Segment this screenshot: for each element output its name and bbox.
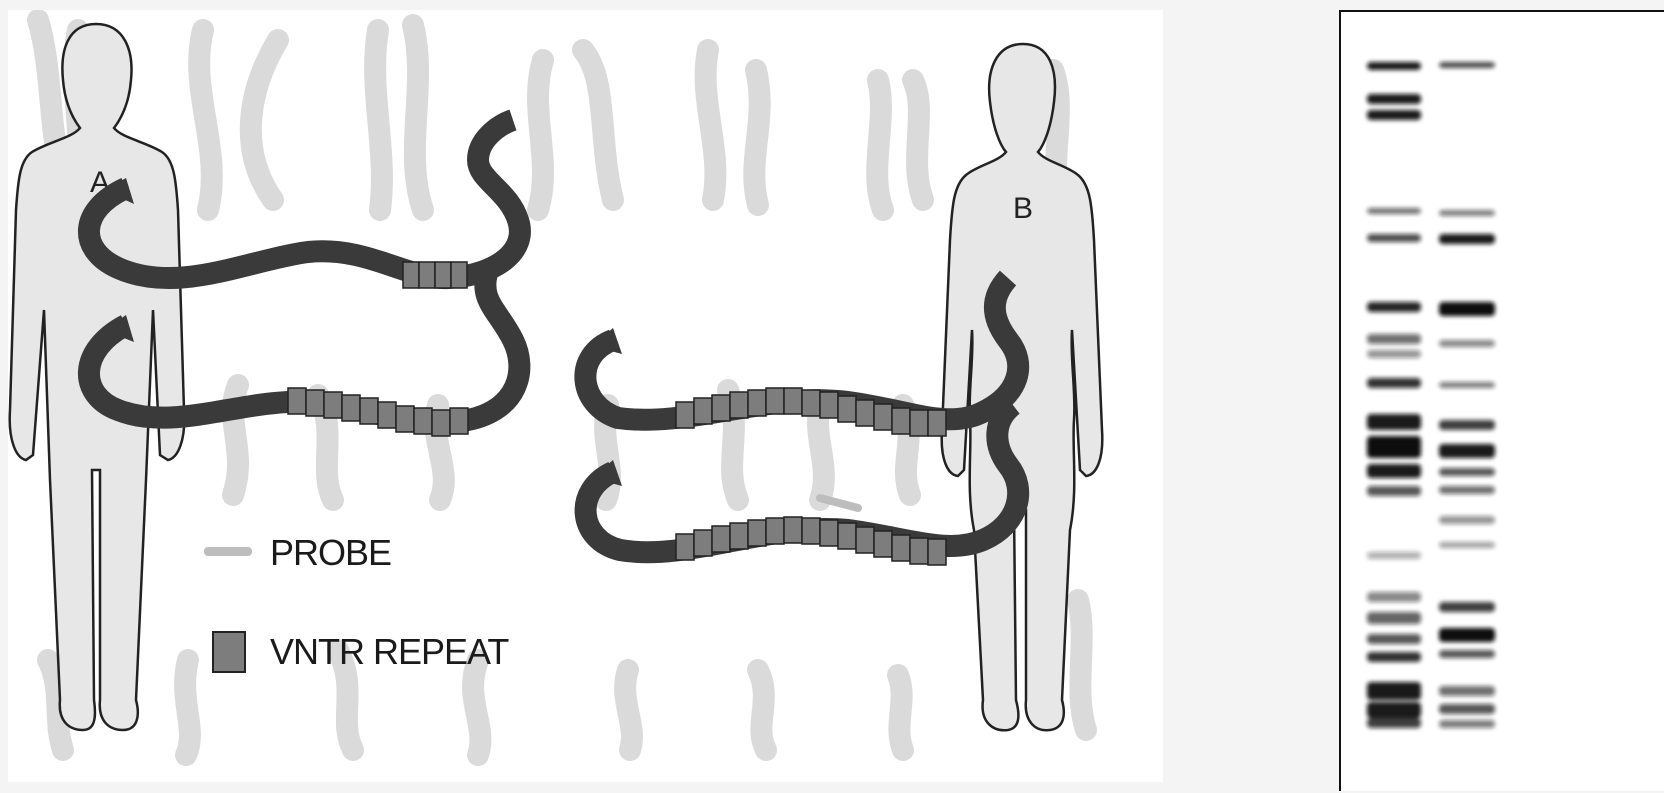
gel-band	[1367, 350, 1421, 358]
person-b-label: B	[1013, 192, 1033, 225]
gel-band	[1367, 378, 1421, 388]
gel-band	[1367, 552, 1421, 559]
gel-band	[1367, 208, 1421, 214]
chromosome-background	[38, 20, 1086, 755]
gel-band	[1439, 234, 1495, 244]
gel-band	[1439, 444, 1495, 458]
gel-band	[1367, 302, 1421, 312]
gel-band	[1439, 210, 1495, 216]
gel-band	[1367, 682, 1421, 700]
gel-band	[1439, 602, 1495, 612]
gel-band	[1367, 592, 1421, 602]
gel-band	[1367, 652, 1421, 662]
legend: PROBE VNTR REPEAT	[204, 532, 509, 672]
gel-band	[1439, 516, 1495, 524]
lane-b-label: B	[1446, 12, 1462, 14]
gel-lane-b	[1439, 62, 1495, 728]
gel-band	[1367, 94, 1421, 104]
gel-band	[1367, 634, 1421, 644]
gel-band	[1367, 334, 1421, 344]
lane-a-label: A	[1371, 12, 1387, 14]
gel-band	[1367, 464, 1421, 478]
gel-band	[1439, 62, 1495, 68]
gel-band	[1367, 612, 1421, 624]
gel-band	[1367, 718, 1421, 728]
gel-band	[1367, 62, 1421, 70]
gel-band	[1439, 542, 1495, 548]
gel-band	[1439, 302, 1495, 316]
repeat-legend-label: VNTR REPEAT	[270, 631, 509, 672]
gel-band	[1367, 110, 1421, 120]
gel-band	[1439, 340, 1495, 347]
vntr-repeats-a-upper	[403, 262, 467, 288]
gel-band	[1367, 414, 1421, 430]
gel-band	[1367, 436, 1421, 458]
gel-panel: A B	[1339, 10, 1664, 791]
gel-image: A B	[1341, 12, 1664, 793]
vntr-diagram: A B	[8, 10, 1163, 782]
repeat-legend-swatch	[213, 632, 245, 672]
gel-band	[1367, 702, 1421, 718]
gel-band	[1439, 468, 1495, 476]
gel-lane-a	[1367, 62, 1421, 728]
gel-band	[1367, 234, 1421, 242]
gel-band	[1439, 628, 1495, 642]
vntr-diagram-panel: A B	[8, 10, 1163, 782]
gel-band	[1439, 686, 1495, 696]
gel-band	[1439, 486, 1495, 494]
gel-band	[1367, 486, 1421, 496]
gel-band	[1439, 720, 1495, 728]
gel-band	[1439, 650, 1495, 658]
gel-band	[1439, 704, 1495, 714]
vntr-repeats-b-lower	[676, 517, 946, 565]
probe-legend-swatch	[204, 547, 252, 556]
probe-legend-label: PROBE	[270, 532, 391, 573]
gel-band	[1439, 420, 1495, 430]
gel-band	[1439, 382, 1495, 388]
